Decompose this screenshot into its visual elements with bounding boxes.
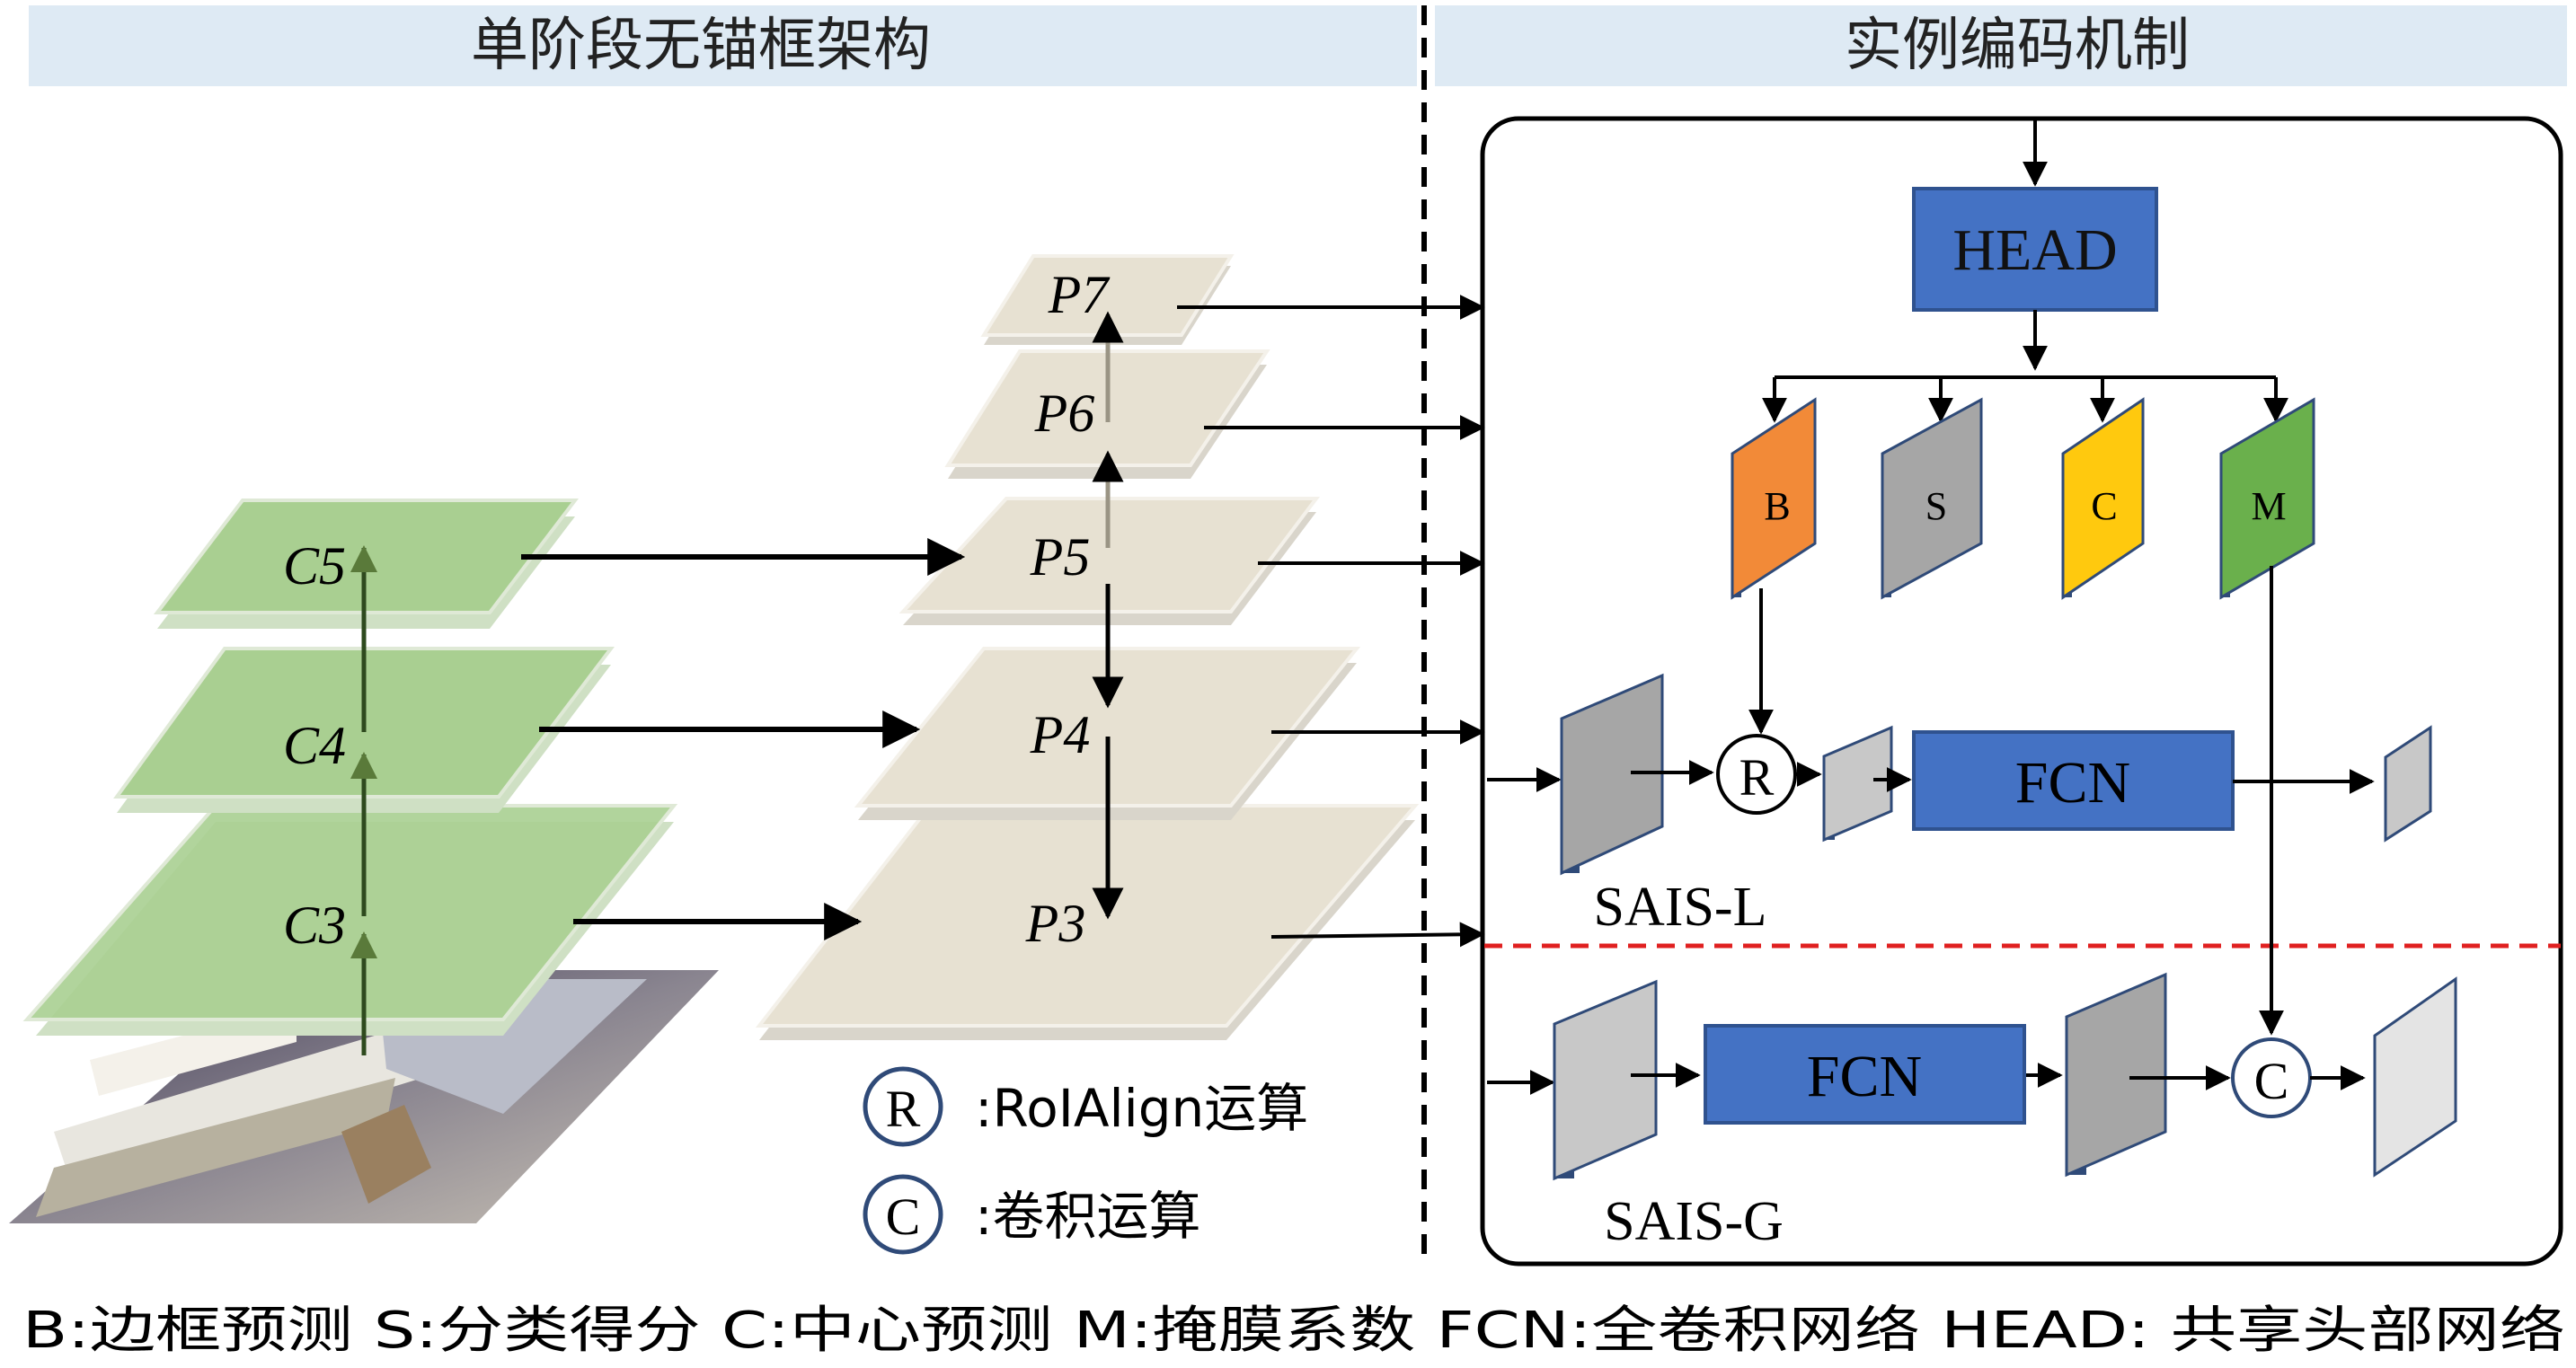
left-title-bar bbox=[29, 5, 1417, 86]
backbone-layer-c3 bbox=[22, 804, 678, 1036]
sais-g-name: SAIS-G bbox=[1604, 1191, 1784, 1252]
left-section-title: 单阶段无锚框架构 bbox=[471, 13, 931, 79]
output-block-s: S bbox=[1881, 397, 1983, 600]
right-title-bar bbox=[1435, 5, 2567, 86]
backbone-label-c3: C3 bbox=[283, 896, 346, 955]
sais-l-output bbox=[2384, 725, 2432, 843]
svg-text:C: C bbox=[2091, 484, 2117, 528]
output-block-c: C bbox=[2061, 397, 2145, 600]
sais-l-roi-feature bbox=[1822, 725, 1893, 843]
fpn-label-p3: P3 bbox=[1025, 894, 1086, 953]
backbone-label-c4: C4 bbox=[283, 716, 346, 775]
sais-l-name: SAIS-L bbox=[1594, 877, 1767, 938]
svg-text:S: S bbox=[1925, 484, 1947, 528]
fpn-layer-p5 bbox=[899, 497, 1321, 625]
head-block bbox=[1912, 187, 2158, 312]
fpn-layer-p7 bbox=[980, 254, 1235, 345]
legend-c-text: :卷积运算 bbox=[975, 1186, 1201, 1247]
roialign-op: R bbox=[1716, 734, 1797, 815]
sais-l-fcn-block bbox=[1912, 730, 2235, 831]
fpn-layer-p3 bbox=[755, 804, 1420, 1040]
right-section-title: 实例编码机制 bbox=[1845, 13, 2190, 79]
legend-r-symbol: R bbox=[886, 1080, 921, 1138]
head-branch-arrows bbox=[1762, 310, 2288, 423]
legend-r-circle bbox=[863, 1066, 943, 1147]
sais-g-fcn-label: FCN bbox=[1807, 1044, 1922, 1109]
sais-l-feature-map bbox=[1560, 673, 1664, 876]
output-block-m: M bbox=[2219, 397, 2315, 600]
output-block-b: B bbox=[1731, 397, 1817, 600]
legend-c-circle bbox=[863, 1174, 943, 1255]
svg-text:R: R bbox=[1739, 748, 1775, 807]
fpn-label-p7: P7 bbox=[1048, 265, 1111, 324]
ops-legend: R :RoIAlign运算 C :卷积运算 bbox=[863, 1066, 1308, 1255]
svg-text:C: C bbox=[2254, 1052, 2289, 1110]
fpn-label-p4: P4 bbox=[1030, 705, 1091, 764]
head-label: HEAD bbox=[1952, 217, 2117, 283]
svg-text:B: B bbox=[1764, 484, 1790, 528]
sais-g-output bbox=[2373, 976, 2457, 1178]
sais-g-feature-map bbox=[1553, 979, 1658, 1181]
svg-text:M: M bbox=[2251, 484, 2286, 528]
footer-legend: B:边框预测 S:分类得分 C:中心预测 M:掩膜系数 FCN:全卷积网络 HE… bbox=[22, 1302, 2565, 1360]
sais-g-mid-feature bbox=[2065, 972, 2167, 1178]
legend-c-symbol: C bbox=[886, 1187, 921, 1246]
sais-g-fcn-block bbox=[1704, 1024, 2026, 1125]
fpn-label-p6: P6 bbox=[1034, 384, 1095, 443]
instance-encoder-panel bbox=[1480, 116, 2563, 1267]
fpn-to-head-arrows bbox=[1177, 295, 1485, 948]
backbone-label-c5: C5 bbox=[283, 536, 346, 596]
fpn-label-p5: P5 bbox=[1030, 527, 1091, 587]
legend-r-text: :RoIAlign运算 bbox=[975, 1078, 1308, 1139]
conv-op: C bbox=[2231, 1037, 2312, 1118]
lateral-arrows bbox=[521, 538, 966, 940]
sais-l-fcn-label: FCN bbox=[2015, 750, 2130, 816]
